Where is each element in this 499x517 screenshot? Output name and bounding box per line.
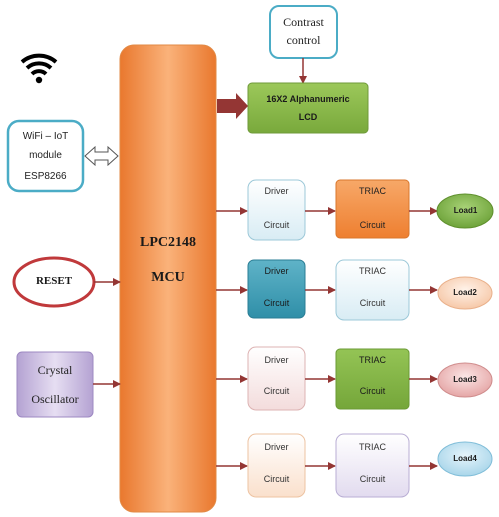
lcd-label-line2: LCD — [298, 112, 318, 122]
triac1-label-line1: TRIAC — [359, 186, 386, 196]
driver2-label-line1: Driver — [264, 266, 289, 276]
contrast-control-box — [269, 5, 338, 59]
crystal-label-line1: Crystal — [37, 363, 73, 377]
triac3-label-line2: Circuit — [359, 386, 386, 396]
wifi-bidirectional-arrow — [84, 145, 119, 167]
load-2 — [437, 276, 493, 310]
triac-circuit-1 — [335, 179, 410, 239]
load-1 — [436, 193, 494, 229]
triac2-label-line1: TRIAC — [359, 266, 386, 276]
wifi-module-label-line1: WiFi – IoT — [22, 131, 69, 142]
triac3-label-line1: TRIAC — [359, 355, 386, 365]
contrast-label-line1: Contrast — [283, 15, 324, 29]
load-4 — [437, 441, 493, 477]
crystal-label-line2: Oscillator — [31, 392, 79, 406]
load1-label: Load1 — [453, 206, 478, 215]
driver4-label-line1: Driver — [264, 442, 289, 452]
driver1-label-line1: Driver — [264, 186, 289, 196]
driver2-label-line2: Circuit — [263, 298, 290, 308]
driver1-label-line2: Circuit — [263, 220, 290, 230]
load2-label: Load2 — [453, 288, 477, 297]
triac1-label-line2: Circuit — [359, 220, 386, 230]
load3-label: Load3 — [453, 375, 477, 384]
triac2-label-line2: Circuit — [359, 298, 386, 308]
driver3-label-line1: Driver — [264, 355, 289, 365]
contrast-label-line2: control — [286, 33, 321, 47]
mcu-label-line1: LPC2148 — [140, 235, 196, 250]
load-3 — [437, 362, 493, 398]
load4-label: Load4 — [453, 454, 477, 463]
driver-circuit-2 — [247, 259, 306, 319]
mcu-to-lcd-arrow — [217, 93, 248, 119]
crystal-oscillator-box — [16, 351, 94, 418]
driver4-label-line2: Circuit — [263, 474, 290, 484]
reset-label: RESET — [35, 275, 73, 287]
wifi-icon — [20, 53, 58, 84]
wifi-module-box — [6, 119, 85, 193]
mcu-label-line2: MCU — [151, 270, 185, 285]
lcd-box — [247, 82, 369, 134]
wifi-module-label-line3: ESP8266 — [24, 171, 67, 182]
triac4-label-line1: TRIAC — [359, 442, 386, 452]
triac4-label-line2: Circuit — [359, 474, 386, 484]
driver-circuit-1 — [247, 179, 306, 241]
driver3-label-line2: Circuit — [263, 386, 290, 396]
wifi-module-label-line2: module — [29, 150, 62, 161]
lcd-label-line1: 16X2 Alphanumeric — [266, 94, 350, 104]
